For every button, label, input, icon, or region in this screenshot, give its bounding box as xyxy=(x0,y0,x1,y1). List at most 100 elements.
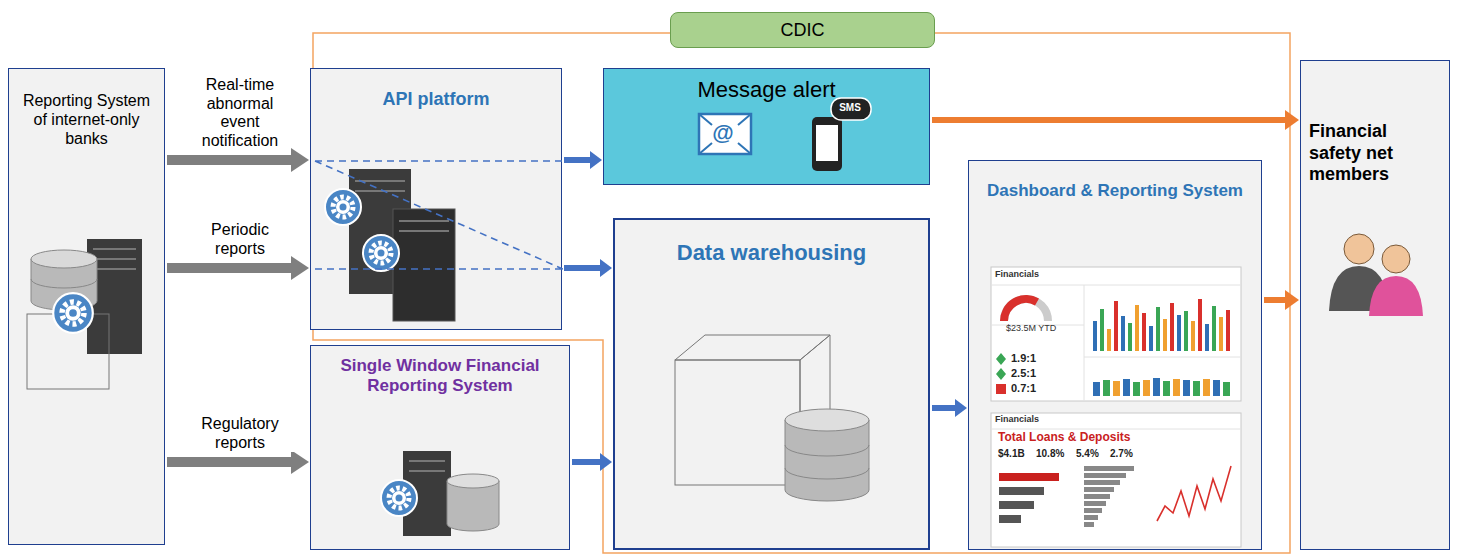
person-head xyxy=(1382,245,1410,273)
chart-bar xyxy=(1084,501,1106,506)
chart-bar xyxy=(1084,487,1114,492)
chart-bar xyxy=(1223,382,1230,396)
database-top xyxy=(447,474,499,488)
screenshot-panel xyxy=(991,267,1241,401)
chart-bar xyxy=(1135,305,1139,351)
ratio-value: 1.9:1 xyxy=(1011,352,1036,365)
chart-bar xyxy=(1163,319,1167,351)
system-box: Reporting System of internet-only banks xyxy=(8,68,165,545)
arrow-shaft xyxy=(932,405,956,411)
hbar-chart xyxy=(1084,466,1134,527)
flow-arrow xyxy=(1264,290,1299,310)
chart-bar xyxy=(1103,380,1110,396)
chart-bar xyxy=(1093,382,1100,396)
system-box: Single Window Financial Reporting System xyxy=(310,345,570,550)
gear-icon xyxy=(363,235,399,271)
dashed-flow-line xyxy=(315,161,563,269)
gear-icon xyxy=(53,293,93,333)
node-label: API platform xyxy=(319,89,553,111)
bar-chart xyxy=(1093,299,1230,351)
node-text-wrap: Single Window Financial Reporting System xyxy=(311,346,569,397)
panel-grid xyxy=(991,429,1241,430)
person-body xyxy=(1369,276,1423,316)
node-text-wrap: API platform xyxy=(311,69,561,111)
stacked-bar-chart xyxy=(1093,378,1230,396)
kpi-value: $23.5M YTD xyxy=(1006,323,1056,334)
chart-bar xyxy=(1084,473,1126,478)
arrow-head xyxy=(291,148,309,172)
flow-arrow xyxy=(167,450,309,474)
chart-bar xyxy=(1183,380,1190,396)
chart-bar xyxy=(1198,299,1202,351)
flow-arrow xyxy=(564,259,612,277)
database-ring xyxy=(785,445,869,479)
chart-bar xyxy=(1173,379,1180,396)
hbar xyxy=(999,473,1059,481)
chart-bar xyxy=(1133,382,1140,396)
email-symbol: @ xyxy=(712,120,733,146)
gear-icon xyxy=(381,480,417,516)
chart-bar xyxy=(1205,324,1209,351)
warehouse-box: Data warehousing xyxy=(613,218,930,550)
node-label: Financial safety net members xyxy=(1309,121,1441,186)
flow-arrow xyxy=(932,110,1299,130)
node-label: Message alert xyxy=(610,77,923,103)
ratio-marker xyxy=(996,353,1006,380)
panel-title: Financials xyxy=(995,269,1039,280)
screenshot-panel xyxy=(991,413,1241,547)
flow-arrow xyxy=(167,256,309,280)
server-slots xyxy=(93,249,136,269)
ratio-marker xyxy=(996,384,1006,394)
chart-bar xyxy=(1170,303,1174,351)
flow-arrow xyxy=(564,151,602,169)
arrow-shaft xyxy=(167,457,292,467)
chart-bar xyxy=(1084,466,1134,471)
kpi-value: 2.7% xyxy=(1110,448,1133,460)
chart-bar xyxy=(1113,381,1120,396)
chart-bar xyxy=(1149,326,1153,351)
arrow-head xyxy=(955,399,967,417)
arrow-shaft xyxy=(1264,297,1286,303)
cube-front xyxy=(675,360,800,485)
chart-bar xyxy=(1219,317,1223,351)
node-label: Reporting System of internet-only banks xyxy=(15,91,158,149)
database-top xyxy=(785,409,869,431)
arrow-head xyxy=(1285,110,1299,130)
chart-bar xyxy=(1163,381,1170,396)
chart-bar xyxy=(1203,379,1210,396)
chart-bar xyxy=(1213,380,1220,396)
arrow-shaft xyxy=(932,117,1286,123)
envelope-icon xyxy=(699,114,751,154)
node-label: Data warehousing xyxy=(623,240,920,266)
arrow-shaft xyxy=(564,265,601,271)
arrow-head xyxy=(291,450,309,474)
chart-bar xyxy=(1193,381,1200,396)
database-cylinder xyxy=(785,420,869,501)
chart-bar xyxy=(1084,494,1110,499)
envelope-flap xyxy=(699,114,751,154)
node-text-wrap: CDIC xyxy=(671,13,934,42)
chart-bar xyxy=(1107,329,1111,351)
arrow-shaft xyxy=(572,459,601,465)
chart-bar xyxy=(1212,306,1216,351)
database-top xyxy=(31,250,97,268)
chart-bar xyxy=(1184,311,1188,351)
chart-bar xyxy=(1100,309,1104,351)
hbar xyxy=(999,487,1044,495)
edge-label: Regulatory reports xyxy=(178,415,302,452)
database-ring xyxy=(31,279,97,288)
gear-icon xyxy=(325,189,361,225)
arrow-shaft xyxy=(167,263,292,273)
ratio-value: 2.5:1 xyxy=(1011,367,1036,380)
arrow-shaft xyxy=(564,157,591,163)
panel-grid xyxy=(991,285,1241,401)
chart-bar xyxy=(1093,321,1097,351)
person-head xyxy=(1344,234,1374,264)
node-label: CDIC xyxy=(677,20,928,42)
chart-bar xyxy=(1114,301,1118,351)
arrow-head xyxy=(1285,290,1299,310)
chart-bar xyxy=(1142,313,1146,351)
hbar xyxy=(999,501,1034,509)
chart-bar xyxy=(1226,310,1230,351)
sms-text: SMS xyxy=(839,102,861,114)
